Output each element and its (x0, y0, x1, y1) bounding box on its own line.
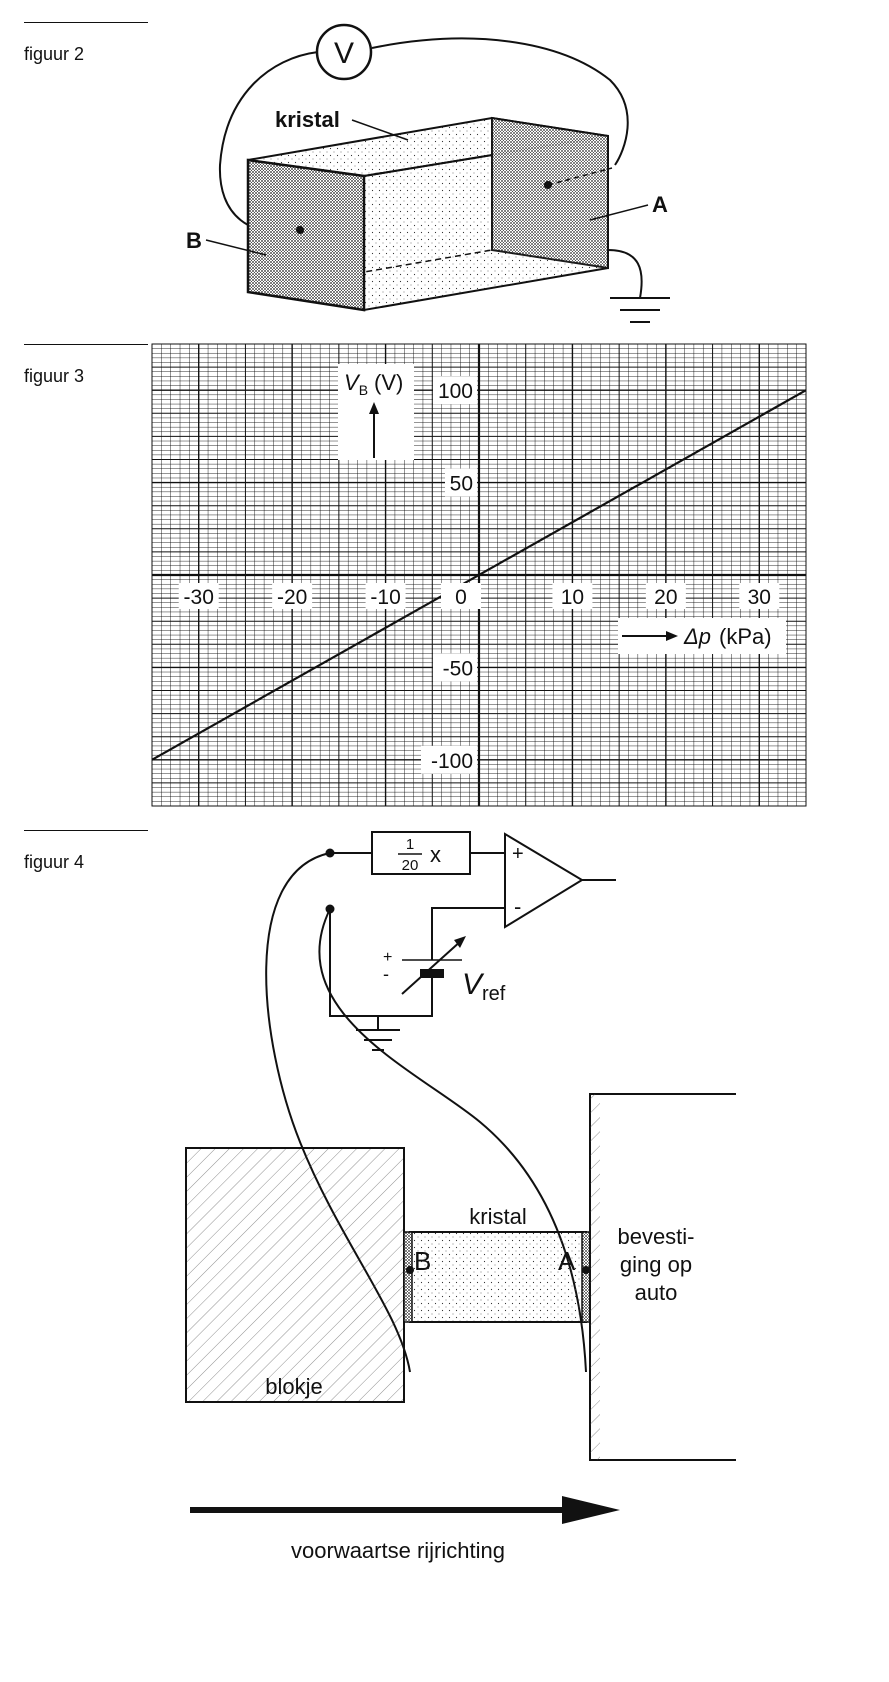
fig2-ground-wire (607, 249, 643, 299)
chart-x-tick-label: -10 (370, 586, 400, 609)
chart-ylabel-main: V (344, 370, 361, 395)
contact-b (406, 1266, 414, 1274)
contact-a (582, 1266, 590, 1274)
fig2-crystal-label: kristal (275, 107, 340, 132)
chart-x-tick-bg (552, 583, 593, 609)
fig2-wire-a (371, 37, 629, 166)
block-label: blokje (265, 1374, 322, 1399)
fig2-rule (24, 22, 148, 23)
chart-y-tick-bg (433, 376, 477, 405)
chart-x-tick-label: 20 (654, 586, 677, 609)
fig2-label-b: B (186, 228, 202, 253)
chart-xlabel-symbol: Δp (683, 624, 711, 649)
comparator (504, 832, 584, 929)
chart-y-tick-label: -50 (443, 657, 473, 680)
chart-x-tick-label: 30 (748, 586, 771, 609)
direction-arrowhead (562, 1496, 620, 1524)
chart-ylabel-sub: B (359, 382, 368, 398)
figure-4-diagram: 1 20 x + - + - Vref blokje (185, 831, 736, 1563)
vref-plus: + (383, 949, 392, 966)
fig4-label: figuur 4 (24, 852, 85, 872)
figure-2-diagram: V kristal A B (186, 23, 670, 323)
chart-xlabel: Δp (kPa) (683, 624, 772, 649)
voltmeter-label: V (334, 37, 354, 70)
vref-plate-short (420, 969, 444, 978)
chart-x-tick-label: -20 (277, 586, 307, 609)
fig4-rule (24, 830, 148, 831)
fig2-b-leader (205, 239, 267, 256)
chart-xlabel-unit: (kPa) (719, 624, 772, 649)
wire-ref-loop (329, 909, 433, 1017)
chart-x-tick-label: 10 (561, 586, 584, 609)
fig2-label: figuur 2 (24, 44, 85, 64)
vref-adjust-arrowhead (454, 936, 466, 948)
vref-minus: - (383, 964, 389, 984)
comparator-plus: + (512, 843, 524, 865)
vref-adjust-arrow (401, 939, 463, 995)
car-mount-hatch-strip (590, 1094, 600, 1460)
chart-x-tick-bg (441, 583, 481, 609)
mount-label-line-1: bevesti- (617, 1224, 694, 1249)
chart-x-tick-bg (365, 583, 406, 609)
chart-x-tick-bg (272, 583, 313, 609)
chart-x-tick-bg (645, 583, 686, 609)
fig3-label: figuur 3 (24, 366, 85, 386)
chart-y-tick-bg (433, 653, 477, 682)
fig2-label-a: A (652, 192, 668, 217)
mount-label-line-3: auto (635, 1280, 678, 1305)
chart-ylabel-unit: (V) (374, 370, 403, 395)
amplifier-denominator: 20 (402, 857, 419, 874)
chart-xlabel-arrowhead (666, 631, 678, 641)
vref-label-main: V (462, 968, 485, 1001)
fig2-crystal-leader (351, 119, 409, 141)
chart-x-tick-label: -30 (184, 586, 214, 609)
amplifier-numerator: 1 (406, 836, 414, 853)
comparator-minus: - (514, 894, 521, 919)
chart-y-tick-label: 100 (438, 380, 473, 403)
vref-label-sub: ref (482, 983, 506, 1005)
electrode-b (246, 158, 366, 312)
vref-label: Vref (462, 968, 506, 1005)
chart-series-line (151, 389, 807, 761)
chart-series (151, 389, 807, 761)
chart-y-tick-label: 50 (450, 473, 473, 496)
chart-y-tick-bg (445, 468, 477, 497)
chart-x-tick-label: 0 (455, 586, 467, 609)
fig4-label-a: A (558, 1246, 576, 1276)
block (185, 1147, 405, 1403)
fig2-wire-a-dashed (547, 167, 613, 186)
chart-ylabel-arrowhead (369, 402, 379, 414)
car-mount-outline (589, 1093, 736, 1461)
direction-label: voorwaartse rijrichting (291, 1538, 505, 1563)
chart-y-tick-bg (421, 745, 477, 774)
chart-x-tick-bg (178, 583, 219, 609)
electrode-a-plate (581, 1231, 591, 1323)
fig4-crystal-label: kristal (469, 1204, 526, 1229)
electrode-a (491, 116, 609, 270)
fig3-rule (24, 344, 148, 345)
fig4-label-b: B (414, 1246, 431, 1276)
fig2-a-leader (589, 204, 649, 221)
fig2-contact-b (296, 226, 304, 234)
chart-y-tick-label: -100 (431, 750, 473, 773)
amplifier-suffix: x (430, 842, 441, 867)
chart-ylabel: VB (V) (344, 370, 403, 398)
chart-x-tick-bg (739, 583, 780, 609)
amplifier-box (371, 831, 471, 875)
voltmeter-circle (315, 23, 373, 81)
electrode-b-plate (403, 1231, 413, 1323)
mount-label-line-2: ging op (620, 1252, 692, 1277)
wire-ref-to-comparator (431, 907, 505, 960)
